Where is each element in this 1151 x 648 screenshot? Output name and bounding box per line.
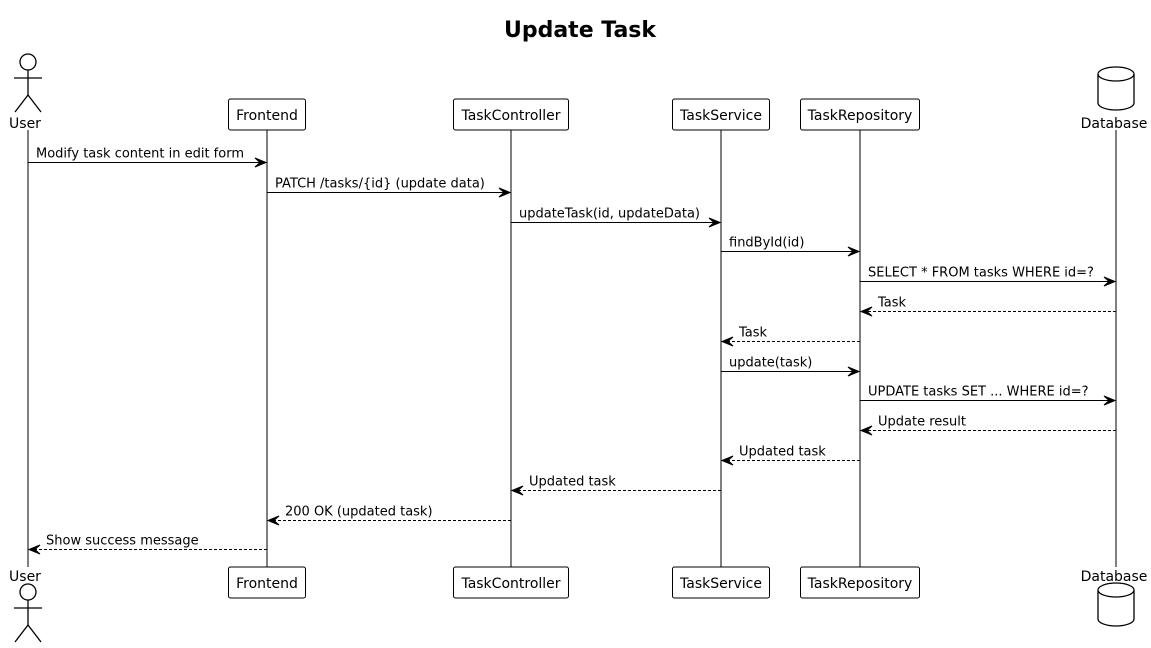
message-label: Updated task (739, 445, 826, 460)
arrowhead-icon (859, 306, 873, 317)
arrowhead-icon (859, 425, 873, 436)
participant-label: Database (1081, 116, 1148, 132)
participant-controller-top: TaskController (453, 98, 569, 131)
message-label: Task (877, 296, 907, 311)
message-label: updateTask(id, updateData) (519, 207, 700, 222)
participant-controller-bottom: TaskController (453, 566, 569, 599)
participant-label: Database (1081, 569, 1148, 585)
participant-label: Frontend (236, 108, 298, 124)
participant-frontend-bottom: Frontend (228, 566, 306, 599)
participant-user-bottom: User (9, 569, 42, 643)
participant-box (453, 98, 569, 131)
message-14: Show success message (27, 534, 267, 555)
participant-label: TaskController (460, 108, 560, 124)
participant-box (453, 566, 569, 599)
message-label: update(task) (729, 356, 812, 371)
message-6: Task (859, 296, 1116, 317)
message-label: Update result (878, 415, 966, 430)
participant-service-bottom: TaskService (672, 566, 770, 599)
arrowhead-icon (847, 246, 861, 257)
message-label: SELECT * FROM tasks WHERE id=? (868, 266, 1094, 281)
arrowhead-icon (498, 187, 512, 198)
participant-label: TaskRepository (807, 108, 913, 124)
message-8: update(task) (721, 356, 861, 377)
participant-label: TaskController (460, 576, 560, 592)
actor-icon (14, 583, 42, 643)
participant-label: Frontend (236, 576, 298, 592)
participant-box (800, 98, 920, 131)
message-3: updateTask(id, updateData) (511, 207, 722, 228)
database-icon (1097, 582, 1135, 627)
arrowhead-icon (1103, 395, 1117, 406)
participant-label: User (9, 116, 41, 132)
participant-box (228, 566, 306, 599)
participants: UserUserFrontendFrontendTaskControllerTa… (9, 53, 1148, 643)
message-label: Show success message (46, 534, 199, 549)
message-12: Updated task (510, 475, 721, 496)
message-7: Task (720, 326, 860, 347)
diagram-title: Update Task (504, 18, 657, 43)
arrowhead-icon (266, 515, 280, 526)
participant-box (800, 566, 920, 599)
message-label: Updated task (529, 475, 616, 490)
message-10: Update result (859, 415, 1116, 436)
message-13: 200 OK (updated task) (266, 505, 511, 526)
message-label: UPDATE tasks SET ... WHERE id=? (868, 385, 1089, 400)
participant-box (672, 566, 770, 599)
message-label: PATCH /tasks/{id} (update data) (275, 177, 485, 192)
participant-service-top: TaskService (672, 98, 770, 131)
participant-label: TaskService (679, 576, 762, 592)
message-label: findById(id) (729, 236, 804, 251)
participant-box (228, 98, 306, 131)
participant-repository-top: TaskRepository (800, 98, 920, 131)
lifelines (27, 130, 1117, 567)
actor-icon (14, 53, 42, 113)
arrowhead-icon (254, 157, 268, 168)
message-11: Updated task (720, 445, 860, 466)
participant-repository-bottom: TaskRepository (800, 566, 920, 599)
message-2: PATCH /tasks/{id} (update data) (267, 177, 512, 198)
participant-database-top: Database (1081, 66, 1148, 132)
message-label: Modify task content in edit form (36, 147, 244, 162)
database-icon (1097, 66, 1135, 111)
arrowhead-icon (847, 366, 861, 377)
participant-box (672, 98, 770, 131)
message-label: Task (738, 326, 768, 341)
arrowhead-icon (720, 455, 734, 466)
participant-label: TaskRepository (807, 576, 913, 592)
arrowhead-icon (510, 485, 524, 496)
participant-frontend-top: Frontend (228, 98, 306, 131)
participant-label: TaskService (679, 108, 762, 124)
arrowhead-icon (720, 336, 734, 347)
arrowhead-icon (27, 544, 41, 555)
message-5: SELECT * FROM tasks WHERE id=? (860, 266, 1117, 287)
message-1: Modify task content in edit form (28, 147, 268, 168)
participant-label: User (9, 569, 41, 585)
message-9: UPDATE tasks SET ... WHERE id=? (860, 385, 1117, 406)
message-4: findById(id) (721, 236, 861, 257)
arrowhead-icon (1103, 276, 1117, 287)
participant-database-bottom: Database (1081, 569, 1148, 627)
arrowhead-icon (708, 217, 722, 228)
participant-user-top: User (9, 53, 42, 132)
message-label: 200 OK (updated task) (285, 505, 433, 520)
